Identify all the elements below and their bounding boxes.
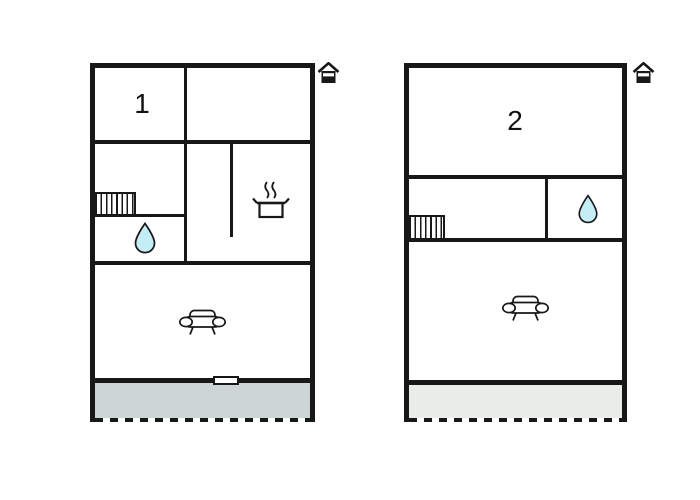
- plan1-wall-bathroom: [95, 214, 187, 217]
- room-label-2: 2: [507, 105, 523, 136]
- plan1-terrace-dashed-edge: [95, 418, 310, 422]
- plan2-terrace: [409, 385, 622, 418]
- plan2-outer-wall-left: [404, 63, 409, 422]
- water-drop-shape: [578, 194, 598, 224]
- plan2-outer-wall-top: [404, 63, 627, 68]
- water-drop-shape: [134, 222, 156, 254]
- water-drop-icon: [134, 222, 156, 254]
- cooking-pot-icon: [252, 181, 290, 219]
- plan2-wall-bathroom-divider: [545, 179, 548, 242]
- sofa-icon: [502, 295, 549, 321]
- plan1-wall-band1: [95, 140, 310, 144]
- stairs-icon: [95, 192, 136, 216]
- plan1-outer-wall-right: [310, 63, 315, 422]
- stairs-icon: [409, 215, 445, 240]
- plan1-wall-kitchen-partial: [230, 144, 233, 237]
- water-drop-icon: [578, 194, 598, 224]
- plan2-terrace-dashed-edge: [409, 418, 622, 422]
- house-icon: [317, 62, 340, 83]
- sofa-icon: [179, 309, 226, 335]
- plan2-outer-wall-right: [622, 63, 627, 422]
- plan1-terrace: [95, 383, 310, 418]
- plan1-wall-band2: [95, 261, 310, 265]
- plan1-wall-vertical-main: [184, 68, 187, 265]
- house-icon: [632, 62, 655, 83]
- plan2-wall-band1: [409, 175, 622, 179]
- plan1-outer-wall-top: [90, 63, 315, 68]
- plan1-terrace-wall: [90, 378, 315, 383]
- room-label-1: 1: [134, 88, 150, 119]
- door-marker: [213, 376, 239, 385]
- plan1-outer-wall-left: [90, 63, 95, 422]
- plan2-terrace-wall: [404, 380, 627, 385]
- plan2-wall-band2: [409, 238, 622, 242]
